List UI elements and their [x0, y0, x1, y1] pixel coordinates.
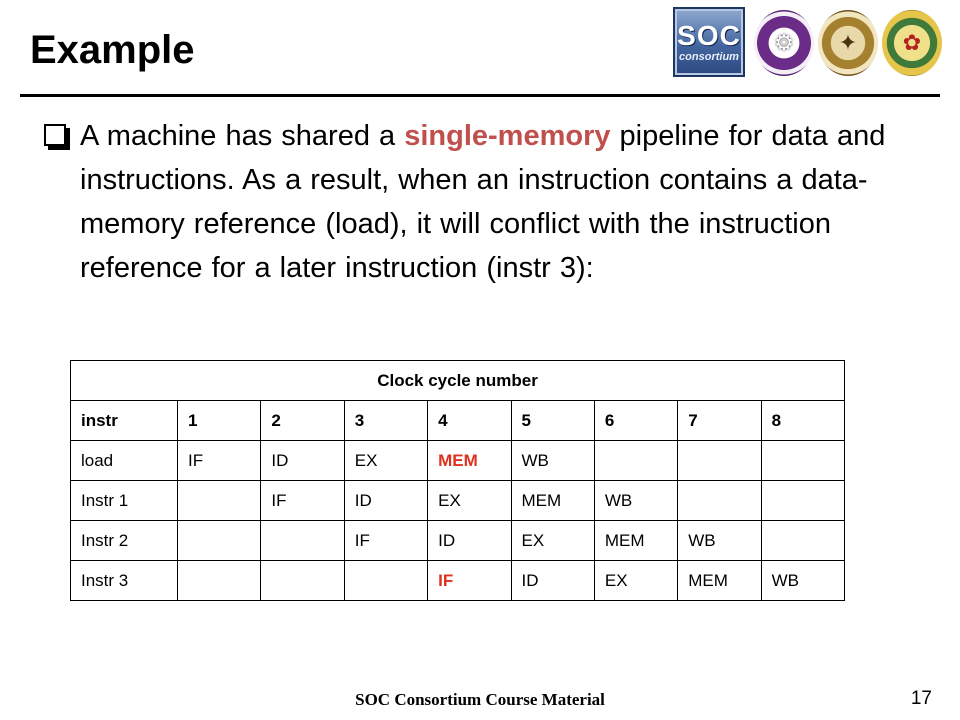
bullet-paragraph: A machine has shared a single-memory pip…: [44, 114, 924, 290]
stage-cell: WB: [593, 480, 679, 521]
instruction-cell: Instr 2: [70, 520, 178, 561]
university-seal-gold: ✦: [818, 10, 878, 76]
table-header-cell: 4: [427, 400, 512, 441]
stage-cell: [260, 520, 345, 561]
soc-logo-sub-text: consortium: [679, 50, 739, 63]
stage-cell: [343, 560, 429, 601]
table-header-cell: 2: [260, 400, 345, 441]
bullet-text-after: pipeline for data and instructions. As a…: [80, 120, 886, 284]
stage-cell: IF: [260, 480, 345, 521]
stage-cell: EX: [427, 480, 512, 521]
stage-cell: IF: [176, 440, 262, 481]
stage-cell: ID: [427, 520, 512, 561]
stage-cell: [760, 440, 846, 481]
bullet-text-before: A machine has shared a: [80, 120, 405, 152]
square-bullet-icon: [44, 124, 66, 146]
stage-cell: MEM: [593, 520, 679, 561]
table-header-cell: 1: [176, 400, 262, 441]
stage-cell: [677, 440, 762, 481]
stage-cell: [176, 560, 262, 601]
slide-footer: SOC Consortium Course Material: [355, 690, 605, 709]
stage-cell: WB: [760, 560, 846, 601]
stage-cell: WB: [510, 440, 595, 481]
stage-cell: EX: [510, 520, 595, 561]
university-seal-green: ✿: [882, 10, 942, 76]
stage-cell: [677, 480, 762, 521]
stage-cell: [260, 560, 345, 601]
table-header-cell: 8: [760, 400, 846, 441]
stage-cell: [593, 440, 679, 481]
stage-cell: MEM: [510, 480, 595, 521]
stage-cell: IF: [343, 520, 429, 561]
table-caption: Clock cycle number: [69, 360, 846, 401]
slide-title: Example: [30, 28, 195, 72]
seal-emblem-icon: ✿: [902, 30, 922, 56]
stage-cell: MEM: [427, 440, 512, 481]
instruction-cell: load: [70, 440, 178, 481]
table-header-cell: 7: [677, 400, 762, 441]
stage-cell: EX: [343, 440, 429, 481]
stage-cell: WB: [677, 520, 762, 561]
university-seal-purple: ⚙: [754, 10, 814, 76]
soc-consortium-logo: SOC consortium: [673, 7, 745, 77]
table-header-cell: instr: [70, 400, 178, 441]
seal-emblem-icon: ⚙: [774, 30, 794, 56]
stage-cell: IF: [427, 560, 512, 601]
stage-cell: ID: [260, 440, 345, 481]
table-header-cell: 5: [510, 400, 595, 441]
logo-strip: SOC consortium ⚙ ✦ ✿: [0, 4, 960, 84]
instruction-cell: Instr 3: [70, 560, 178, 601]
table-header-cell: 6: [593, 400, 679, 441]
seal-emblem-icon: ✦: [838, 30, 858, 56]
bullet-text: A machine has shared a single-memory pip…: [80, 114, 924, 290]
stage-cell: [760, 480, 846, 521]
title-divider: [20, 94, 940, 97]
soc-logo-main-text: SOC: [677, 19, 741, 51]
stage-cell: [760, 520, 846, 561]
stage-cell: MEM: [677, 560, 762, 601]
stage-cell: [176, 480, 262, 521]
stage-cell: ID: [510, 560, 595, 601]
page-number: 17: [910, 688, 932, 709]
single-memory-highlight: single-memory: [404, 120, 611, 152]
table-header-cell: 3: [343, 400, 429, 441]
instruction-cell: Instr 1: [70, 480, 178, 521]
stage-cell: ID: [343, 480, 429, 521]
stage-cell: EX: [593, 560, 679, 601]
stage-cell: [176, 520, 262, 561]
